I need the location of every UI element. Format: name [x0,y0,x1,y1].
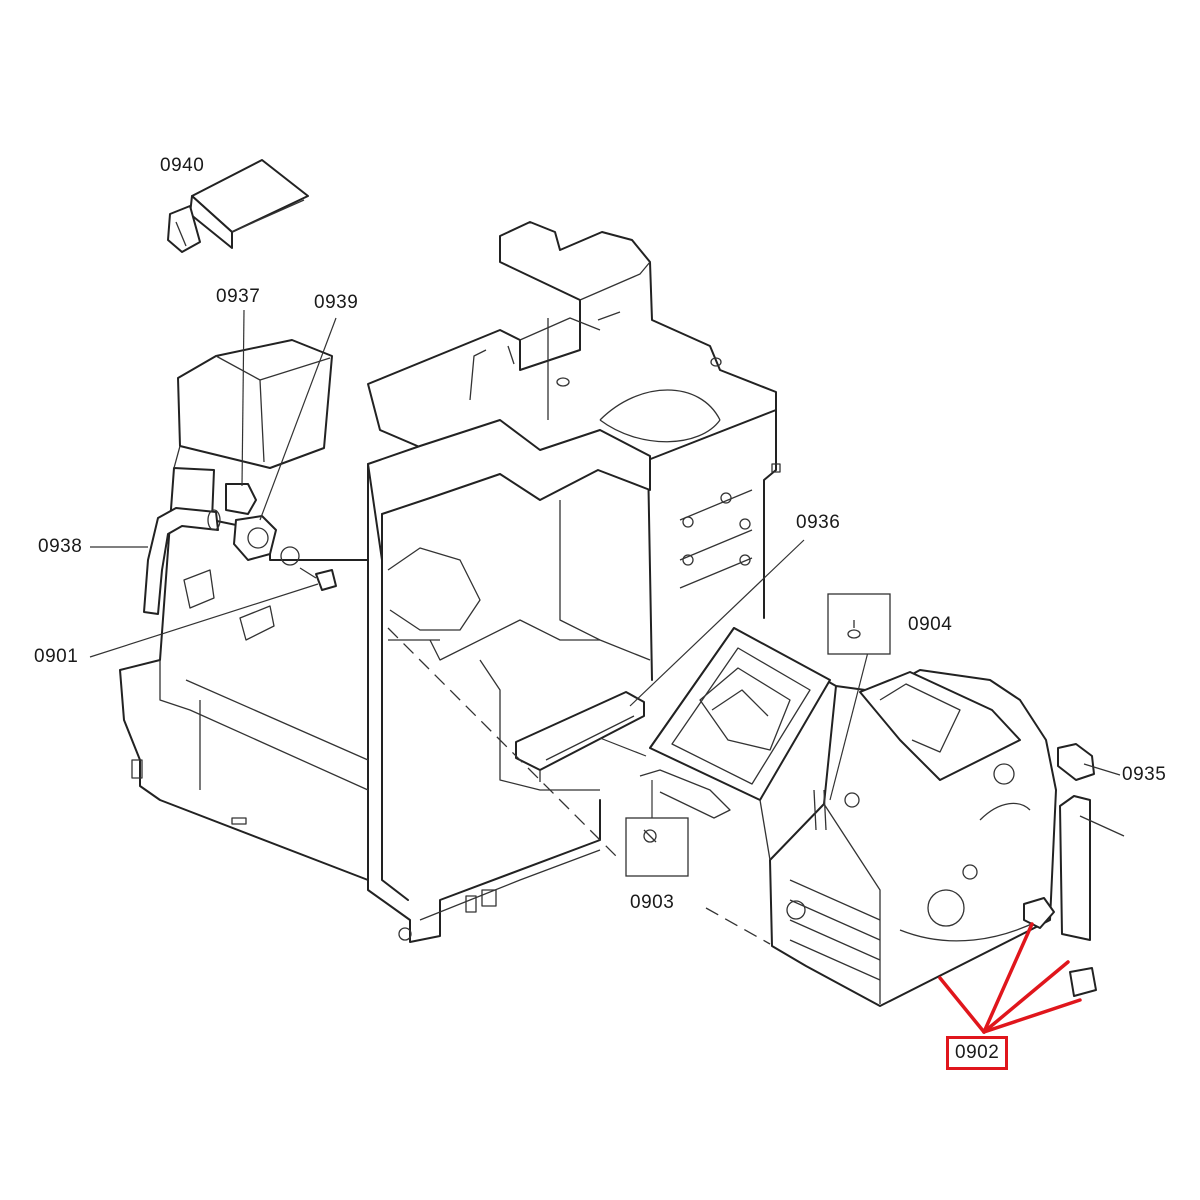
callout-0939: 0939 [314,292,359,313]
callout-0903: 0903 [630,892,675,913]
callout-0940: 0940 [160,155,205,176]
leader-lines [89,309,1121,945]
detail-box-0903 [625,817,689,877]
callout-0904: 0904 [908,614,953,635]
part-0940-cover [167,159,309,253]
part-0938-tube [143,507,221,615]
callout-0936: 0936 [796,512,841,533]
part-0937-0939-fittings [225,483,337,591]
callout-0935: 0935 [1122,764,1167,785]
callout-0938: 0938 [38,536,83,557]
part-0902-brew-unit [639,627,1125,1007]
detail-box-0904 [827,593,891,655]
callout-0937: 0937 [216,286,261,307]
highlight-leaders-0902 [938,922,1082,1034]
callout-0902-highlighted: 0902 [946,1036,1009,1070]
callout-0901: 0901 [34,646,79,667]
